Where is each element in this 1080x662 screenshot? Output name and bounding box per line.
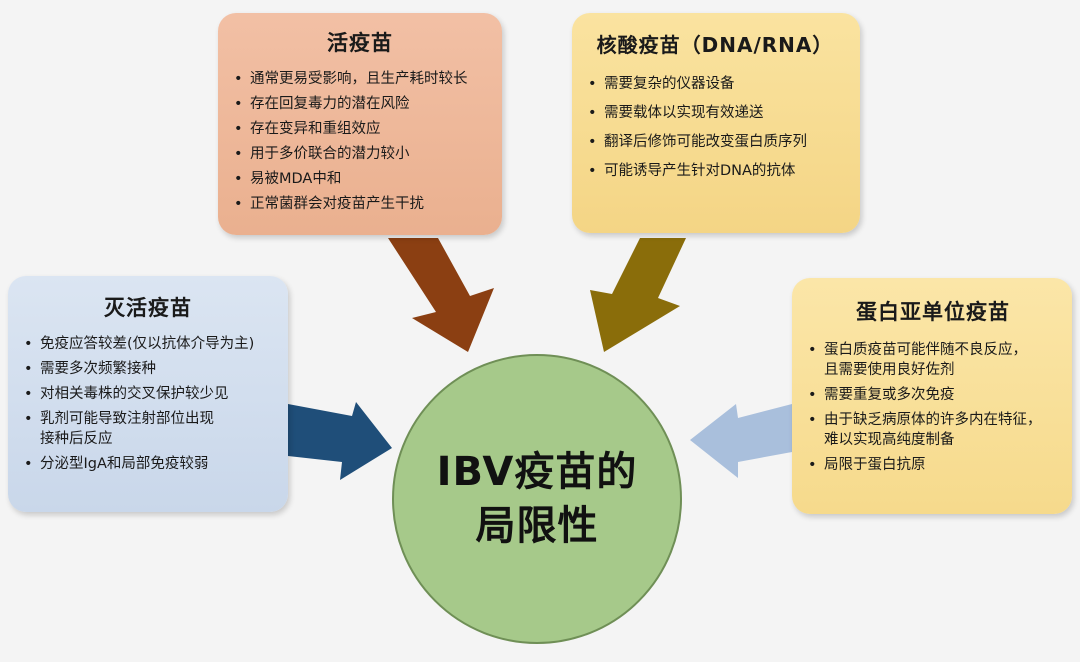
list-item-text: 且需要使用良好佐剂 [824, 362, 955, 378]
list-item: 存在变异和重组效应 [232, 119, 488, 139]
list-item-text: 免疫应答较差(仅以抗体介导为主) [40, 336, 255, 352]
protein-subunit-vaccine-title: 蛋白亚单位疫苗 [856, 300, 1010, 324]
list-item: 通常更易受影响，且生产耗时较长 [232, 69, 488, 89]
list-item: 蛋白质疫苗可能伴随不良反应， 且需要使用良好佐剂 [806, 340, 1060, 380]
protein-subunit-vaccine-box: 蛋白亚单位疫苗 蛋白质疫苗可能伴随不良反应， 且需要使用良好佐剂 需要重复或多次… [792, 278, 1072, 514]
list-item-text: 局限于蛋白抗原 [824, 457, 926, 473]
arrow-subunit-to-center [690, 404, 792, 478]
list-item-text: 乳剂可能导致注射部位出现 [40, 411, 214, 427]
center-circle: IBV疫苗的 局限性 [392, 354, 682, 644]
nucleic-acid-vaccine-list: 需要复杂的仪器设备 需要载体以实现有效递送 翻译后修饰可能改变蛋白质序列 可能诱… [586, 74, 844, 181]
list-item-text: 需要重复或多次免疫 [824, 387, 955, 403]
list-item: 乳剂可能导致注射部位出现 接种后反应 [22, 409, 274, 449]
list-item-text: 分泌型IgA和局部免疫较弱 [40, 456, 209, 472]
list-item: 正常菌群会对疫苗产生干扰 [232, 194, 488, 214]
inactivated-vaccine-title: 灭活疫苗 [104, 296, 192, 320]
live-vaccine-title: 活疫苗 [327, 31, 393, 55]
inactivated-vaccine-box: 灭活疫苗 免疫应答较差(仅以抗体介导为主) 需要多次频繁接种 对相关毒株的交叉保… [8, 276, 288, 512]
list-item: 用于多价联合的潜力较小 [232, 144, 488, 164]
list-item-text: 蛋白质疫苗可能伴随不良反应， [824, 342, 1027, 358]
center-title-line2: 局限性 [475, 503, 599, 549]
nucleic-acid-vaccine-box: 核酸疫苗（DNA/RNA） 需要复杂的仪器设备 需要载体以实现有效递送 翻译后修… [572, 13, 860, 233]
list-item: 局限于蛋白抗原 [806, 455, 1060, 475]
list-item: 需要载体以实现有效递送 [586, 103, 844, 123]
list-item: 需要多次频繁接种 [22, 359, 274, 379]
list-item: 分泌型IgA和局部免疫较弱 [22, 454, 274, 474]
list-item-text: 对相关毒株的交叉保护较少见 [40, 386, 229, 402]
list-item: 可能诱导产生针对DNA的抗体 [586, 161, 844, 181]
list-item: 需要复杂的仪器设备 [586, 74, 844, 94]
center-title-line1: IBV疫苗的 [436, 449, 638, 495]
list-item: 需要重复或多次免疫 [806, 385, 1060, 405]
list-item-text: 需要多次频繁接种 [40, 361, 156, 377]
list-item: 存在回复毒力的潜在风险 [232, 94, 488, 114]
arrow-live-to-center [388, 238, 494, 352]
live-vaccine-box: 活疫苗 通常更易受影响，且生产耗时较长 存在回复毒力的潜在风险 存在变异和重组效… [218, 13, 502, 235]
list-item-text: 难以实现高纯度制备 [824, 432, 955, 448]
arrow-inactivated-to-center [288, 402, 392, 480]
arrow-nucleic-to-center [590, 238, 686, 352]
nucleic-acid-vaccine-title: 核酸疫苗（DNA/RNA） [596, 33, 834, 57]
live-vaccine-list: 通常更易受影响，且生产耗时较长 存在回复毒力的潜在风险 存在变异和重组效应 用于… [232, 69, 488, 214]
list-item-text: 接种后反应 [40, 431, 113, 447]
list-item-text: 由于缺乏病原体的许多内在特征， [824, 412, 1042, 428]
list-item: 由于缺乏病原体的许多内在特征， 难以实现高纯度制备 [806, 410, 1060, 450]
list-item: 翻译后修饰可能改变蛋白质序列 [586, 132, 844, 152]
list-item: 免疫应答较差(仅以抗体介导为主) [22, 334, 274, 354]
protein-subunit-vaccine-list: 蛋白质疫苗可能伴随不良反应， 且需要使用良好佐剂 需要重复或多次免疫 由于缺乏病… [806, 340, 1060, 475]
list-item: 对相关毒株的交叉保护较少见 [22, 384, 274, 404]
inactivated-vaccine-list: 免疫应答较差(仅以抗体介导为主) 需要多次频繁接种 对相关毒株的交叉保护较少见 … [22, 334, 274, 474]
list-item: 易被MDA中和 [232, 169, 488, 189]
